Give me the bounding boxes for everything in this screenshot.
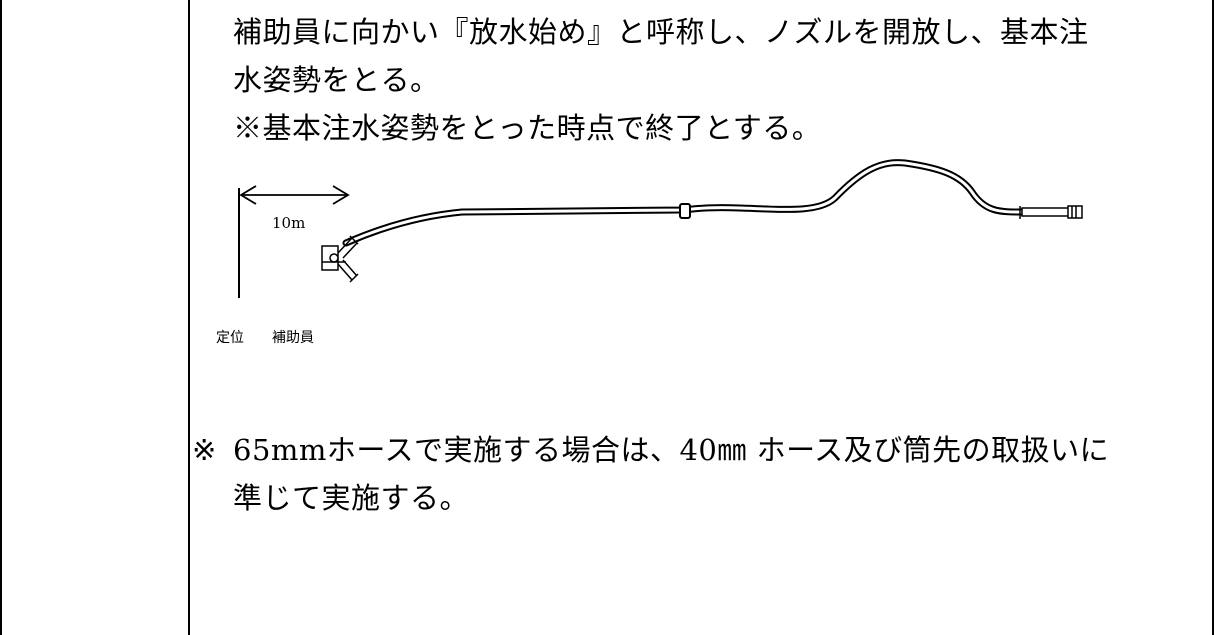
instruction-end-note: ※基本注水姿勢をとった時点で終了とする。 xyxy=(233,111,822,145)
distance-label: 10m xyxy=(272,214,306,232)
distance-arrow xyxy=(239,185,350,205)
hose-line xyxy=(342,159,1026,247)
note-line-2: 準じて実施する。 xyxy=(233,481,470,515)
table-border-right xyxy=(1212,0,1214,635)
table-border-column-divider xyxy=(188,0,190,635)
assistant-label: 補助員 xyxy=(272,330,314,346)
hose-layout-diagram xyxy=(238,159,1083,298)
table-border-left xyxy=(0,0,2,635)
dividing-valve xyxy=(321,235,359,283)
note-text-1: 65mmホースで実施する場合は、40㎜ ホース及び筒先の取扱いに xyxy=(233,433,1110,467)
instruction-line-1: 補助員に向かい『放水始め』と呼称し、ノズルを開放し、基本注 xyxy=(233,15,1089,49)
note-mark: ※ xyxy=(192,433,217,467)
instruction-line-2: 水姿勢をとる。 xyxy=(233,63,440,97)
hose-coupling xyxy=(679,203,691,219)
nozzle xyxy=(1019,205,1083,219)
note-line-1: ※ 65mmホースで実施する場合は、40㎜ ホース及び筒先の取扱いに xyxy=(192,433,1109,467)
position-label: 定位 xyxy=(216,330,244,346)
